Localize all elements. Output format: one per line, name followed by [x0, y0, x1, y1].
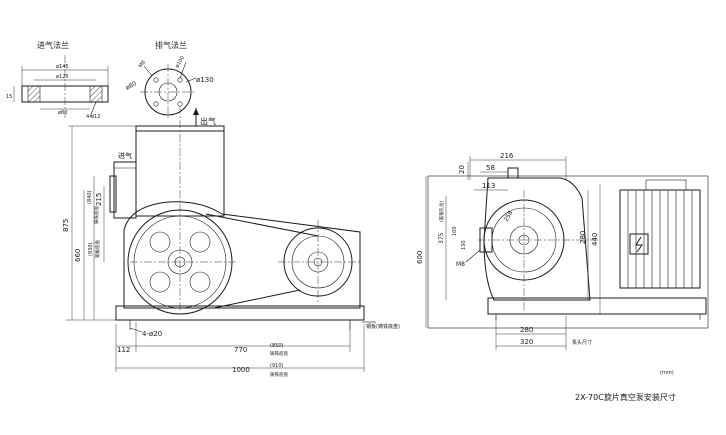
side-dim-20: 20 — [458, 165, 466, 174]
dim-830: (830) — [88, 243, 94, 256]
dim-770: 770 — [234, 346, 247, 354]
inlet-holes: 4-ø12 — [86, 114, 100, 120]
inlet-d80: ø80 — [58, 110, 67, 116]
side-note-pos: (筋钢孔位) — [438, 200, 445, 222]
note-a: 铸铁底盘 — [93, 206, 100, 224]
outlet-m8: M8 — [138, 60, 147, 70]
unit-label: (mm) — [660, 370, 674, 376]
dim-1000: 1000 — [232, 366, 250, 374]
outlet-flange-section: 排气法兰 M8 ø100 ø130 ø80 — [125, 40, 214, 120]
side-dim-100: 100 — [452, 226, 458, 236]
side-view: 216 58 20 113 600 375 (筋钢孔位) 100 130 M8 … — [416, 152, 709, 350]
dim-850: (850) — [270, 343, 283, 349]
side-pump-dim: 泵头尺寸 — [572, 339, 592, 346]
drawing-caption: 2X-70C旋片真空泵安装尺寸 — [575, 392, 676, 402]
front-view: 出气 进气 钢板(铸铁底盘) — [62, 106, 400, 378]
outlet-d100: ø100 — [175, 55, 187, 69]
note-c: 铸铁底盘 — [270, 350, 288, 357]
side-d258: 258 — [503, 209, 515, 223]
outlet-d130: ø130 — [196, 76, 214, 84]
dim-112: 112 — [117, 346, 130, 354]
outlet-flange-title: 排气法兰 — [155, 40, 187, 50]
outlet-d80: ø80 — [125, 80, 138, 92]
side-dim-280v: 280 — [579, 231, 587, 244]
outlet-label: 出气 — [200, 116, 216, 126]
side-dim-280: 280 — [520, 326, 533, 334]
dim-840: (840) — [87, 191, 93, 204]
inlet-h15: 15 — [6, 94, 12, 100]
inlet-flange-title: 进气法兰 — [37, 40, 69, 50]
dim-215: 215 — [95, 193, 103, 206]
note-b: 钢板底盘 — [94, 240, 101, 258]
side-dim-440: 440 — [591, 233, 599, 246]
inlet-d145: ø145 — [56, 64, 69, 70]
base-leader: 钢板(铸铁底盘) — [366, 323, 400, 330]
inlet-flange-section: 进气法兰 ø145 ø125 ø80 15 4-ø12 — [6, 40, 109, 120]
inlet-d125: ø125 — [56, 74, 69, 80]
side-dim-130: 130 — [461, 240, 467, 250]
holes-4d20: 4-ø20 — [142, 330, 162, 338]
side-dim-320: 320 — [520, 338, 533, 346]
side-dim-216: 216 — [500, 152, 514, 160]
inlet-label: 进气 — [118, 151, 132, 160]
side-dim-375: 375 — [438, 232, 445, 244]
side-m8: M8 — [456, 261, 465, 268]
side-dim-600: 600 — [416, 251, 424, 264]
dim-660: 660 — [74, 249, 82, 262]
dim-875: 875 — [62, 219, 70, 232]
note-d: 铸铁底盘 — [270, 371, 288, 378]
dim-910: (910) — [270, 363, 283, 369]
side-dim-58: 58 — [486, 164, 495, 172]
side-dim-113: 113 — [482, 182, 495, 190]
